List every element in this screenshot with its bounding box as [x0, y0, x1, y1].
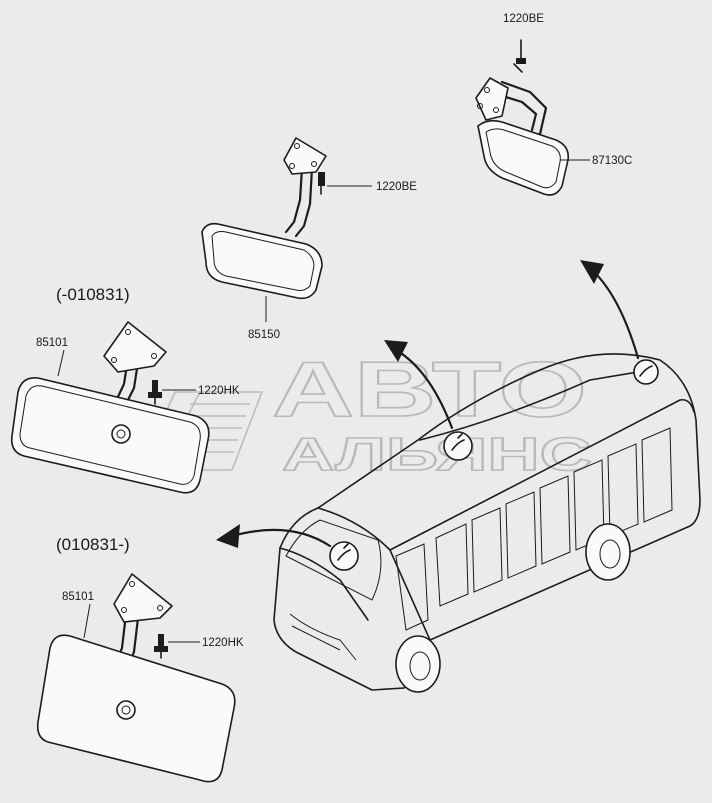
mirror-assembly-top: [475, 39, 590, 196]
mirror-assembly-mid: [201, 137, 372, 322]
mirror-assembly-late: [36, 573, 236, 783]
minibus-illustration: [273, 353, 701, 693]
mirror-location-marker: [443, 431, 473, 461]
group-label-late: (010831-): [56, 535, 130, 554]
bracket-plate: [283, 137, 327, 175]
group-label-early: (-010831): [56, 285, 130, 304]
label-early-mirror: 85101: [36, 337, 68, 349]
label-top-bolt: 1220BE: [503, 13, 544, 25]
label-late-mirror: 85101: [62, 591, 94, 603]
label-top-mirror: 87130C: [592, 155, 632, 167]
mirror-glass-85101-late: [36, 634, 236, 783]
mirror-assembly-early: [10, 321, 210, 494]
label-mid-mirror: 85150: [248, 329, 280, 341]
bolt-1220be-top: [513, 39, 526, 73]
label-mid-bolt: 1220BE: [376, 181, 417, 193]
bracket-plate: [103, 321, 167, 373]
watermark: АВТО АЛЬЯНС: [138, 344, 593, 481]
mirror-location-marker: [633, 359, 659, 385]
bracket-plate: [113, 573, 173, 623]
mirror-glass-87130c: [477, 119, 570, 196]
bolt-1220hk-late: [154, 634, 168, 659]
bolt-1220hk-early: [148, 380, 162, 405]
mirror-glass-85150: [201, 222, 323, 300]
label-early-bolt: 1220HK: [198, 385, 240, 397]
pointer-arrows: [216, 260, 640, 548]
mirror-glass-85101-early: [10, 376, 210, 494]
mirror-location-marker: [329, 541, 359, 571]
bracket-plate: [475, 77, 509, 121]
bolt-1220be-mid: [318, 172, 325, 195]
label-late-bolt: 1220HK: [202, 637, 244, 649]
watermark-line1: АВТО: [272, 345, 587, 433]
